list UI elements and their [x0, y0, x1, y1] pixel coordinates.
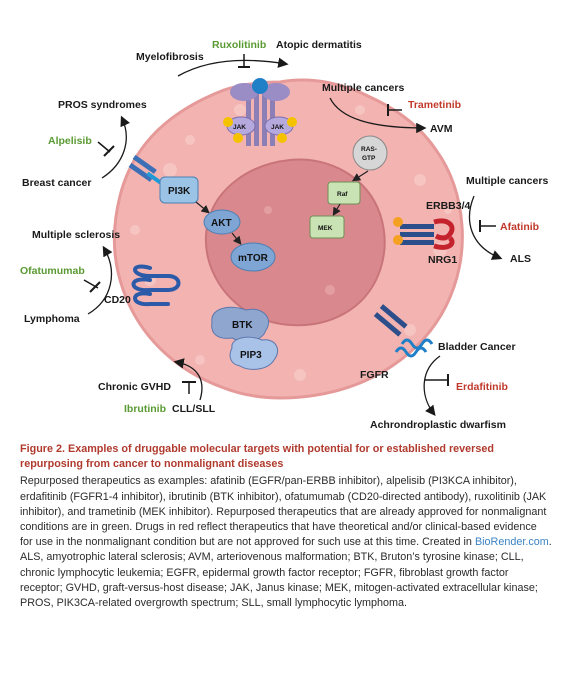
caption-body: Repurposed therapeutics as examples: afa…	[20, 474, 552, 611]
arrow-ibrutinib	[173, 358, 203, 401]
condition-achondroplastic-dwarfism: Achrondroplastic dwarfism	[370, 419, 506, 431]
ras-gtp-node	[352, 135, 388, 171]
raf-label: Raf	[337, 191, 348, 198]
arrow-ruxolitinib	[177, 57, 289, 77]
btk-node	[211, 306, 269, 342]
biorender-link[interactable]: BioRender.com	[474, 536, 549, 549]
mtor-label: mTOR	[238, 253, 269, 264]
drug-erdafitinib: Erdafitinib	[456, 381, 508, 393]
condition-lymphoma: Lymphoma	[24, 313, 80, 325]
fgfr-label: FGFR	[360, 369, 389, 381]
condition-chronic-gvhd: Chronic GVHD	[98, 381, 171, 393]
condition-cll-sll: CLL/SLL	[172, 403, 216, 415]
arrow-afatinib	[468, 195, 503, 260]
nrg1-label: NRG1	[428, 254, 457, 266]
caption-text-before-link: Repurposed therapeutics as examples: afa…	[20, 475, 547, 549]
arrow-alpelisib	[101, 115, 130, 179]
condition-myelofibrosis: Myelofibrosis	[136, 51, 204, 63]
arrow-trametinib	[329, 97, 427, 134]
nucleus-spot	[264, 206, 272, 214]
btk-label: BTK	[232, 320, 253, 331]
inhibitor-alpelisib	[103, 145, 115, 157]
drug-alpelisib: Alpelisib	[48, 135, 92, 147]
jak-left-label: JAK	[233, 124, 246, 131]
arrow-ofatumumab	[87, 245, 113, 315]
mek-node	[309, 215, 345, 239]
fgfr-receptor	[373, 304, 434, 358]
inhibitor-ofatumumab	[89, 281, 101, 293]
drug-afatinib: Afatinib	[500, 221, 539, 233]
erbb-label: ERBB3/4	[426, 200, 471, 212]
pi3k-label: PI3K	[168, 186, 191, 197]
raf-node	[327, 181, 361, 205]
caption-title: Figure 2. Examples of druggable molecula…	[20, 443, 494, 471]
cd20-label: CD20	[104, 294, 131, 306]
drug-ofatumumab: Ofatumumab	[20, 265, 85, 277]
jak-right-label: JAK	[271, 124, 284, 131]
condition-bladder-cancer: Bladder Cancer	[438, 341, 516, 353]
mtor-node	[230, 242, 276, 272]
figure-caption: Figure 2. Examples of druggable molecula…	[20, 442, 552, 611]
cd20-receptor	[131, 264, 181, 307]
erbb-receptor	[393, 217, 455, 250]
mek-label: MEK	[318, 225, 333, 232]
condition-multiple-cancers-top: Multiple cancers	[322, 82, 404, 94]
pi3k-receptor	[128, 154, 162, 185]
condition-avm: AVM	[430, 123, 453, 135]
figure-illustration: JAK JAK RAS- GTP Raf MEK PI3K AKT mTOR E…	[20, 39, 548, 431]
pip3-label: PIP3	[240, 350, 262, 361]
pi3k-node	[159, 176, 199, 204]
nucleus-spot	[325, 285, 335, 295]
jak-receptor	[223, 78, 297, 146]
akt-label: AKT	[211, 218, 232, 229]
ras-label-1: RAS-	[361, 146, 377, 153]
condition-atopic-dermatitis: Atopic dermatitis	[276, 39, 362, 51]
condition-als: ALS	[510, 253, 531, 265]
pip3-node	[229, 336, 278, 370]
ras-label-2: GTP	[362, 155, 376, 162]
condition-multiple-cancers-right: Multiple cancers	[466, 175, 548, 187]
drug-ruxolitinib: Ruxolitinib	[212, 39, 266, 51]
condition-multiple-sclerosis: Multiple sclerosis	[32, 229, 120, 241]
akt-node	[203, 209, 241, 235]
arrow-erdafitinib	[423, 355, 441, 417]
drug-trametinib: Trametinib	[408, 99, 461, 111]
caption-text-after-link: . ALS, amyotrophic lateral sclerosis; AV…	[20, 536, 552, 610]
condition-breast-cancer: Breast cancer	[22, 177, 91, 189]
condition-pros-syndromes: PROS syndromes	[58, 99, 147, 111]
drug-ibrutinib: Ibrutinib	[124, 403, 166, 415]
ligand-circle	[252, 78, 268, 94]
